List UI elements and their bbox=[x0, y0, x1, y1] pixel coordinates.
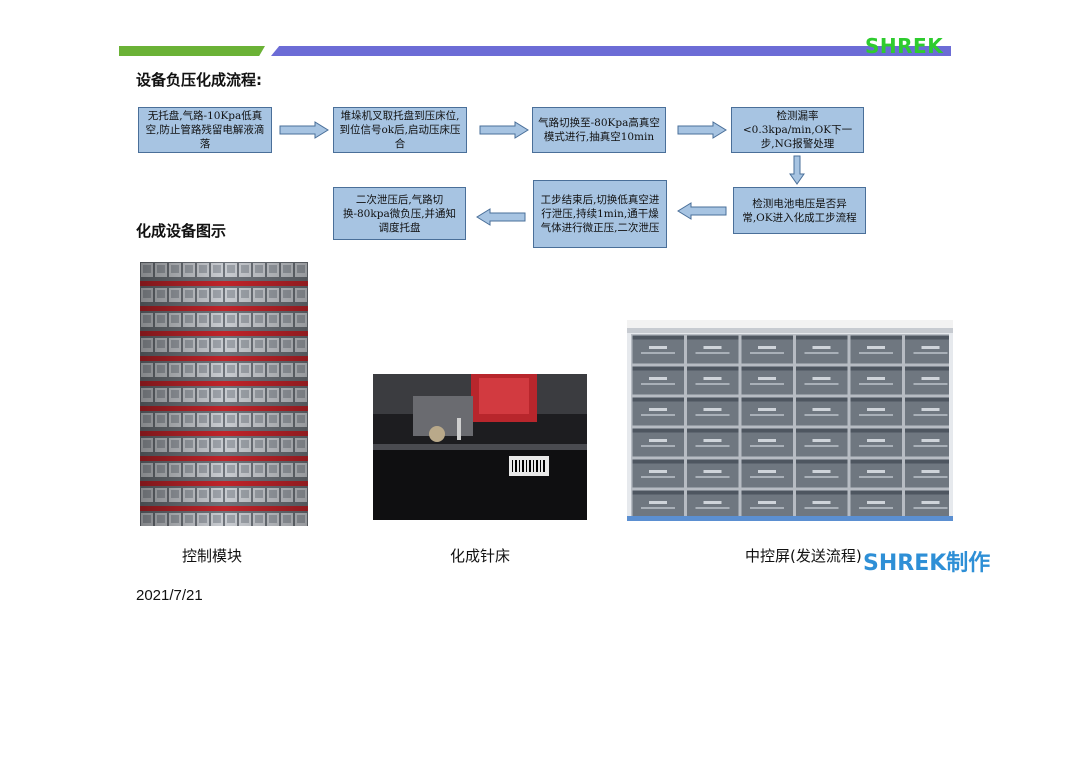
maker-label: SHREK制作 bbox=[863, 551, 991, 576]
flow-step-1: 无托盘,气路-10Kpa低真空,防止管路残留电解液滴落 bbox=[138, 107, 272, 153]
date-label: 2021/7/21 bbox=[136, 587, 203, 604]
flow-step-3-text: 气路切换至-80Kpa高真空模式进行,抽真空10min bbox=[538, 117, 660, 143]
flow-step-5-text: 检测电池电压是否异常,OK进入化成工步流程 bbox=[742, 197, 857, 224]
control-screen-image bbox=[627, 320, 953, 521]
flow-step-5: 检测电池电压是否异常,OK进入化成工步流程 bbox=[733, 187, 866, 234]
header-bar-purple bbox=[271, 46, 951, 56]
arrow-right-icon bbox=[677, 121, 727, 139]
flow-step-7-text: 二次泄压后,气路切换-80kpa微负压,并通知调度托盘 bbox=[342, 193, 457, 234]
flow-step-7: 二次泄压后,气路切换-80kpa微负压,并通知调度托盘 bbox=[333, 187, 466, 240]
arrow-down-icon bbox=[789, 155, 805, 185]
page-title: 设备负压化成流程: bbox=[136, 71, 262, 89]
caption-needle-bed: 化成针床 bbox=[449, 547, 510, 565]
arrow-left-icon bbox=[677, 202, 727, 220]
flow-step-4-text: 检测漏率<0.3kpa/min,OK下一步,NG报警处理 bbox=[742, 110, 853, 150]
needle-bed-image bbox=[373, 374, 587, 520]
photo-control-screen bbox=[627, 320, 953, 521]
caption-control-module: 控制模块 bbox=[181, 547, 242, 565]
flow-step-6-text: 工步结束后,切换低真空进行泄压,持续1min,通干燥气体进行微正压,二次泄压 bbox=[540, 194, 660, 234]
logo: SHREK bbox=[865, 34, 944, 58]
caption-control-screen: 中控屏(发送流程) bbox=[745, 547, 862, 565]
header-bar-green bbox=[119, 46, 265, 56]
arrow-right-icon bbox=[279, 121, 329, 139]
flow-step-2-text: 堆垛机叉取托盘到压床位,到位信号ok后,启动压床压合 bbox=[339, 110, 461, 150]
photo-needle-bed bbox=[373, 374, 587, 520]
flow-step-4: 检测漏率<0.3kpa/min,OK下一步,NG报警处理 bbox=[731, 107, 864, 153]
flow-step-6: 工步结束后,切换低真空进行泄压,持续1min,通干燥气体进行微正压,二次泄压 bbox=[533, 180, 667, 248]
section-subtitle: 化成设备图示 bbox=[136, 222, 227, 240]
flow-step-3: 气路切换至-80Kpa高真空模式进行,抽真空10min bbox=[532, 107, 666, 153]
flow-step-2: 堆垛机叉取托盘到压床位,到位信号ok后,启动压床压合 bbox=[333, 107, 467, 153]
flow-step-1-text: 无托盘,气路-10Kpa低真空,防止管路残留电解液滴落 bbox=[145, 110, 265, 150]
control-module-image bbox=[140, 262, 308, 526]
photo-control-module bbox=[140, 262, 308, 526]
arrow-left-icon bbox=[476, 208, 526, 226]
arrow-right-icon bbox=[479, 121, 529, 139]
